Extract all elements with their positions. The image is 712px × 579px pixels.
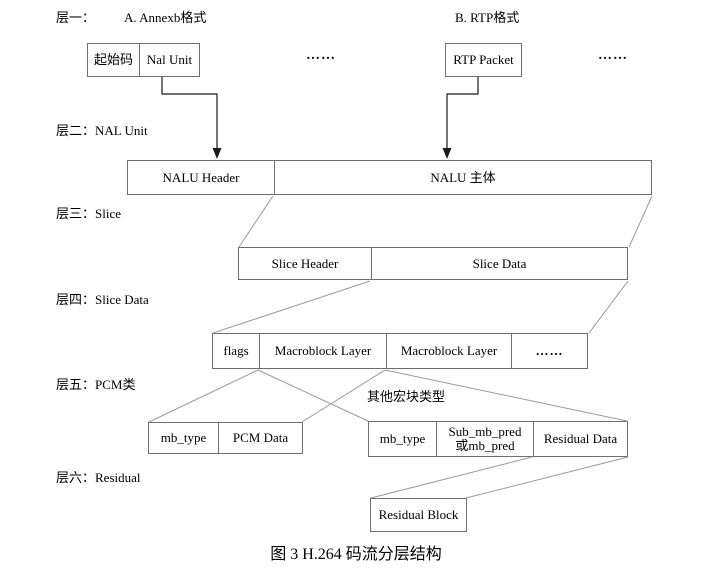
layer5-label: 层五：PCM类 xyxy=(56,377,136,392)
pcm-mb-type-cell: mb_type xyxy=(160,430,207,445)
layer1-label: 层一： xyxy=(56,10,96,25)
slice-data-ellipsis-cell: …… xyxy=(511,334,587,368)
annexb-ellipsis: …… xyxy=(306,48,336,63)
residual-block-cell: Residual Block xyxy=(378,507,459,522)
macroblock-layer-cell-2: Macroblock Layer xyxy=(386,334,511,368)
rtp-to-nalu-connector xyxy=(442,77,479,159)
arrowhead-icon xyxy=(442,148,452,159)
slice-box: Slice Header Slice Data xyxy=(238,247,628,280)
figure-caption: 图 3 H.264 码流分层结构 xyxy=(270,546,442,563)
residual-right-diagonal xyxy=(465,456,629,499)
residual-data-cell: Residual Data xyxy=(533,422,627,456)
layer6-label: 层六：Residual xyxy=(56,470,141,485)
slice-header-cell: Slice Header xyxy=(271,255,339,271)
format-b-label: B. RTP格式 xyxy=(455,10,520,25)
residual-block-box: Residual Block xyxy=(370,498,467,532)
slice-to-mb-left-diagonal xyxy=(212,280,371,334)
format-a-label: A. Annexb格式 xyxy=(124,10,207,25)
flags-cell: flags xyxy=(223,343,249,358)
other-mb-type-cell: mb_type xyxy=(379,431,426,446)
layer4-label: 层四：Slice Data xyxy=(56,292,149,307)
pcm-data-cell: PCM Data xyxy=(218,423,302,453)
mb-to-pcm-left-diagonal xyxy=(148,369,259,423)
residual-left-diagonal xyxy=(370,456,533,499)
slice-data-box: flags Macroblock Layer Macroblock Layer … xyxy=(212,333,588,369)
rtp-box: RTP Packet xyxy=(445,43,522,77)
rtp-packet-cell: RTP Packet xyxy=(453,52,514,67)
annexb-box: 起始码 Nal Unit xyxy=(87,43,200,77)
start-code-cell: 起始码 xyxy=(93,52,133,67)
nalu-box: NALU Header NALU 主体 xyxy=(127,160,652,195)
nalu-body-cell: NALU 主体 xyxy=(274,161,651,194)
nal-unit-cell: Nal Unit xyxy=(139,44,199,76)
nalu-to-slice-right-diagonal xyxy=(628,195,653,248)
slice-data-cell: Slice Data xyxy=(371,248,627,279)
other-mb-box: mb_type Sub_mb_pred 或mb_pred Residual Da… xyxy=(368,421,628,457)
arrowhead-icon xyxy=(212,148,222,159)
annexb-to-nalu-connector xyxy=(161,77,222,159)
mb-to-other-left-diagonal xyxy=(257,369,369,422)
macroblock-layer-cell-1: Macroblock Layer xyxy=(259,334,386,368)
pcm-box: mb_type PCM Data xyxy=(148,422,303,454)
sub-mb-pred-cell: Sub_mb_pred 或mb_pred xyxy=(436,422,533,456)
layer2-label: 层二：NAL Unit xyxy=(56,123,148,138)
nalu-header-cell: NALU Header xyxy=(162,169,240,185)
rtp-ellipsis: …… xyxy=(598,48,628,63)
other-mb-note-label: 其他宏块类型 xyxy=(367,389,446,404)
layer3-label: 层三：Slice xyxy=(56,206,121,221)
nalu-to-slice-left-diagonal xyxy=(238,195,274,248)
slice-to-mb-right-diagonal xyxy=(588,280,629,334)
